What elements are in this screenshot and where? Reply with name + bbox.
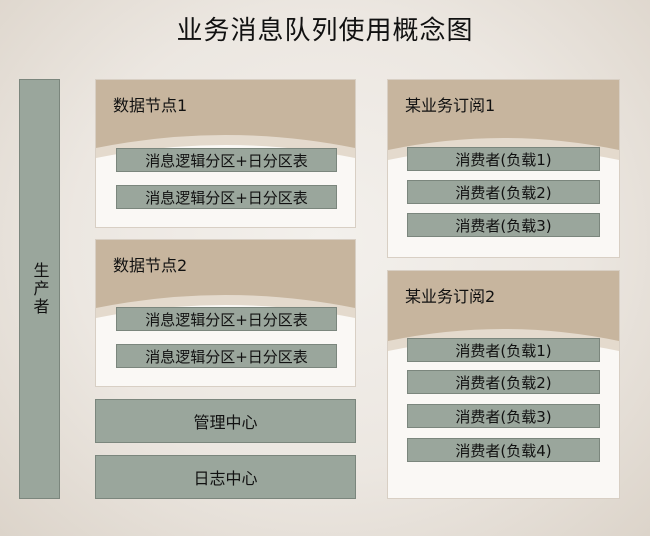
data-node-2-band [96, 240, 355, 318]
data-node-1-partition-2: 消息逻辑分区+日分区表 [116, 185, 337, 209]
subscription-1-consumer-2: 消费者(负载2) [407, 180, 600, 204]
subscription-1-panel: 某业务订阅1 消费者(负载1) 消费者(负载2) 消费者(负载3) [387, 79, 620, 258]
subscription-2-title: 某业务订阅2 [405, 287, 496, 306]
subscription-2-panel: 某业务订阅2 消费者(负载1) 消费者(负载2) 消费者(负载3) 消费者(负载… [387, 270, 620, 499]
subscription-2-band [388, 271, 619, 351]
data-node-2-partition-2: 消息逻辑分区+日分区表 [116, 344, 337, 368]
producer-label: 生产者 [30, 262, 50, 316]
subscription-2-consumer-1: 消费者(负载1) [407, 338, 600, 362]
data-node-1-panel: 数据节点1 消息逻辑分区+日分区表 消息逻辑分区+日分区表 [95, 79, 356, 228]
log-center-box: 日志中心 [95, 455, 356, 499]
subscription-2-consumer-4: 消费者(负载4) [407, 438, 600, 462]
subscription-1-consumer-3: 消费者(负载3) [407, 213, 600, 237]
subscription-2-consumer-2: 消费者(负载2) [407, 370, 600, 394]
data-node-2-panel: 数据节点2 消息逻辑分区+日分区表 消息逻辑分区+日分区表 [95, 239, 356, 387]
data-node-2-title: 数据节点2 [113, 256, 188, 275]
data-node-1-title: 数据节点1 [113, 96, 188, 115]
data-node-2-partition-1: 消息逻辑分区+日分区表 [116, 307, 337, 331]
subscription-1-band [388, 80, 619, 160]
management-center-box: 管理中心 [95, 399, 356, 443]
subscription-2-consumer-3: 消费者(负载3) [407, 404, 600, 428]
diagram-title: 业务消息队列使用概念图 [176, 16, 474, 46]
data-node-1-band [96, 80, 355, 158]
data-node-1-partition-1: 消息逻辑分区+日分区表 [116, 148, 337, 172]
subscription-1-title: 某业务订阅1 [405, 96, 496, 115]
producer-box: 生产者 [19, 79, 60, 499]
subscription-1-consumer-1: 消费者(负载1) [407, 147, 600, 171]
